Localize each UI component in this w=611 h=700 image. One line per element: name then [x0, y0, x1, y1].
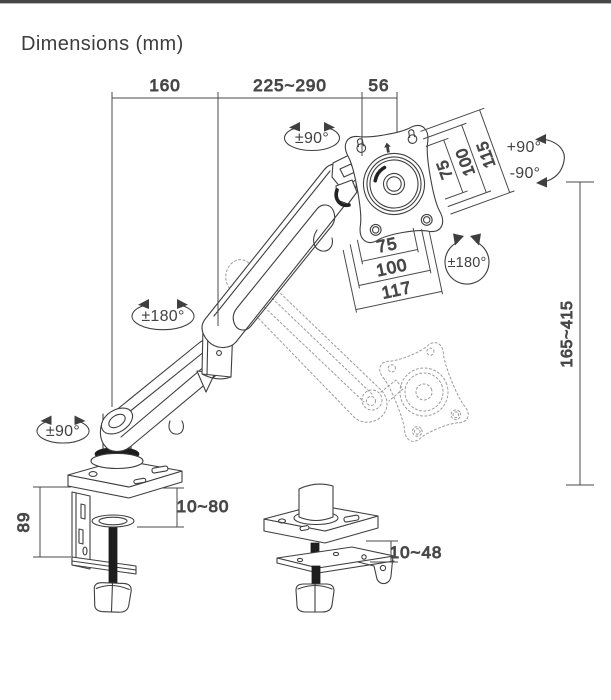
pole-stub	[298, 483, 334, 522]
dim-75-horizontal: 75	[375, 234, 399, 257]
dim-10-48: 10~48	[390, 543, 443, 562]
vesa-rotation-annotation: ±180°	[444, 233, 490, 285]
clamp-screw-rod	[108, 523, 118, 567]
rotation-tilt-down: -90°	[510, 165, 541, 182]
grommet-mount-base	[263, 483, 395, 613]
rotation-vesa: ±180°	[448, 255, 487, 271]
keyhole-slot	[407, 134, 418, 144]
dim-160: 160	[149, 76, 180, 95]
dim-75-vertical: 75	[434, 157, 456, 181]
upper-arm-beam	[201, 163, 357, 349]
dim-115: 115	[474, 138, 499, 169]
dim-10-80: 10~80	[177, 497, 230, 516]
dim-89: 89	[14, 512, 33, 533]
lower-arm-beam	[99, 338, 229, 452]
vesa-height-dimension-group: 75 100 115	[420, 107, 515, 215]
grommet-thickness-dimension: 10~48	[366, 540, 443, 563]
dim-56: 56	[369, 76, 390, 95]
vesa-width-dimension-group: 75 100 117	[342, 227, 444, 313]
desk-clamp-base	[67, 459, 183, 613]
top-dimension-group: 160 225~290 56	[111, 76, 398, 407]
grommet-knob	[295, 583, 335, 613]
window-top-border	[0, 0, 611, 4]
height-range-dimension: 165~415	[559, 181, 594, 486]
clamp-height-dimension: 89	[14, 486, 71, 558]
dim-100-horizontal: 100	[375, 255, 410, 280]
ghost-vesa-plate	[379, 342, 469, 442]
clamp-thickness-dimension: 10~80	[137, 487, 230, 528]
vesa-hub	[362, 152, 426, 216]
tilt-annotation: +90° -90°	[507, 134, 565, 188]
page-title: Dimensions (mm)	[21, 33, 184, 55]
vesa-plate	[344, 125, 444, 243]
dim-225-290: 225~290	[253, 76, 327, 95]
base-swivel-annotation: ±90°	[36, 415, 90, 444]
rotation-arm-swivel: ±180°	[141, 308, 184, 325]
head-swivel-annotation: ±90°	[284, 122, 340, 152]
rotation-tilt-up: +90°	[507, 139, 542, 156]
dim-165-415: 165~415	[559, 301, 576, 368]
clamp-knob	[93, 582, 132, 613]
dim-100-vertical: 100	[453, 145, 479, 178]
rotation-base-swivel: ±90°	[46, 423, 80, 440]
up-arrow-icon	[384, 142, 391, 153]
arm-swivel-annotation: ±180°	[131, 299, 195, 331]
rotation-head-swivel: ±90°	[295, 130, 329, 147]
